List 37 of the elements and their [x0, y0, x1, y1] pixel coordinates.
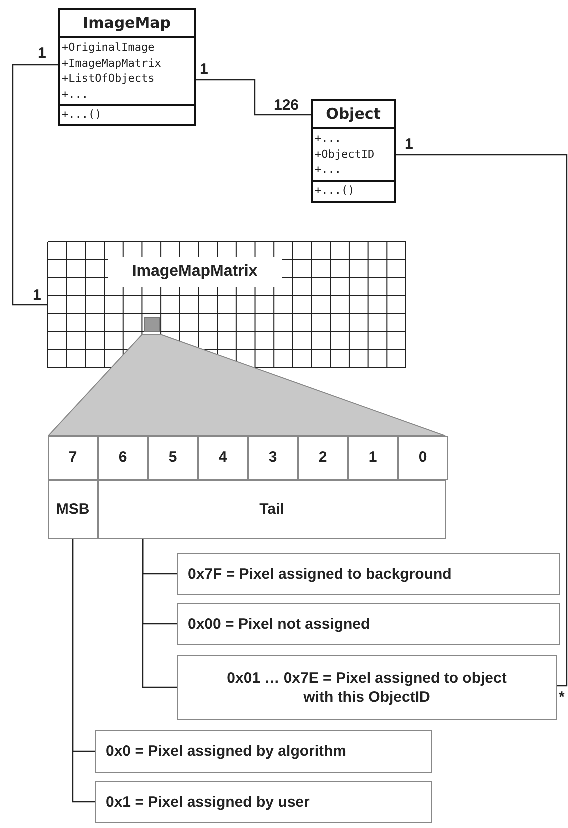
attribute-list: +OriginalImage +ImageMapMatrix +ListOfObjects +... — [60, 38, 194, 106]
method-list: +...() — [60, 106, 194, 124]
multiplicity-label: 1 — [200, 62, 208, 78]
class-name: ImageMap — [60, 10, 194, 38]
uml-class-box — [311, 99, 396, 203]
bit-number: 3 — [248, 436, 298, 480]
pixel-square — [144, 317, 160, 332]
class-name: Object — [313, 101, 394, 129]
value-box: 0x7F = Pixel assigned to background — [177, 553, 560, 595]
connector-line — [72, 539, 95, 803]
bit-number: 4 — [198, 436, 248, 480]
value-box: 0x01 … 0x7E = Pixel assigned to object with this ObjectID — [177, 655, 557, 720]
bit-number: 7 — [48, 436, 98, 480]
connector-line — [196, 79, 311, 116]
bit-number: 1 — [348, 436, 398, 480]
bit-number: 2 — [298, 436, 348, 480]
connector-line — [12, 64, 58, 306]
method-list: +...() — [313, 182, 394, 200]
zoom-callout — [48, 334, 446, 436]
multiplicity-label: 126 — [274, 98, 300, 114]
bit-field-cell: Tail — [98, 480, 446, 539]
matrix-title: ImageMapMatrix — [108, 257, 282, 287]
connector-line — [142, 539, 177, 688]
value-box: 0x0 = Pixel assigned by algorithm — [95, 730, 432, 773]
uml-class-box — [58, 8, 196, 126]
multiplicity-label: 1 — [38, 46, 46, 62]
multiplicity-label: * — [559, 690, 565, 706]
multiplicity-label: 1 — [33, 288, 42, 304]
attribute-list: +... +ObjectID +... — [313, 129, 394, 182]
bit-number: 0 — [398, 436, 448, 480]
connector-line — [396, 154, 568, 687]
multiplicity-label: 1 — [405, 137, 414, 153]
value-box: 0x00 = Pixel not assigned — [177, 603, 560, 645]
bit-number: 6 — [98, 436, 148, 480]
bit-number: 5 — [148, 436, 198, 480]
value-box: 0x1 = Pixel assigned by user — [95, 781, 432, 823]
bit-field-cell: MSB — [48, 480, 98, 539]
